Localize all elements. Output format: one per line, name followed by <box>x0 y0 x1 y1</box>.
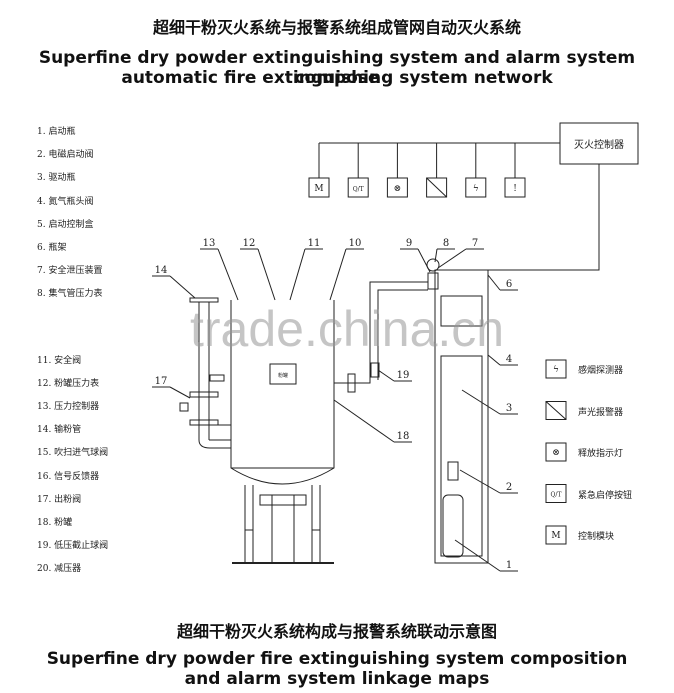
callout-number: 11 <box>308 238 321 249</box>
legend-icon: ⊗ <box>545 442 567 462</box>
title-zh: 超细干粉灭火系统与报警系统组成管网自动灭火系统 <box>152 18 521 37</box>
part-label: 7. 安全泄压装置 <box>37 266 103 277</box>
callout-number: 12 <box>243 238 256 249</box>
powder-tank: 粉罐 <box>230 300 335 564</box>
watermark: trade.china.cn <box>190 301 505 357</box>
callout-number: 2 <box>506 482 512 493</box>
part-label: 8. 集气管压力表 <box>37 289 103 300</box>
svg-text:Q/T: Q/T <box>551 492 562 499</box>
part-label: 11. 安全阀 <box>37 356 82 366</box>
svg-text:ϟ: ϟ <box>553 365 559 375</box>
callout-number: 10 <box>349 238 362 249</box>
part-label: 16. 信号反馈器 <box>37 471 100 482</box>
powder-pipe <box>179 297 231 449</box>
part-label: 20. 减压器 <box>37 563 82 574</box>
bottom-title-en-line2: and alarm system linkage maps <box>184 669 490 689</box>
callout-number: 7 <box>472 238 478 249</box>
device-icon: ! <box>504 177 526 198</box>
device-icon: Q/T <box>347 177 369 198</box>
device-icon <box>426 177 448 198</box>
part-label: 6. 瓶架 <box>37 243 67 253</box>
part-label: 18. 粉罐 <box>37 517 73 528</box>
controller-label: 灭火控制器 <box>574 138 624 151</box>
device-icon: ⊗ <box>386 177 408 198</box>
legend-label: 感烟探测器 <box>578 366 624 376</box>
part-label: 12. 粉罐压力表 <box>37 379 100 390</box>
callout-number: 17 <box>155 376 168 387</box>
callout-number: 1 <box>506 560 512 571</box>
part-label: 14. 输粉管 <box>37 425 82 436</box>
legend-icon: Q/T <box>545 484 567 503</box>
callout-number: 18 <box>397 431 410 442</box>
callout-number: 14 <box>155 265 168 276</box>
callout-number: 8 <box>443 238 449 249</box>
title-en-line1: Superfine dry powder extinguishing syste… <box>38 48 636 88</box>
callout-number: 6 <box>506 279 512 290</box>
legend-label: 控制模块 <box>578 532 615 542</box>
legend-label: 紧急启停按钮 <box>578 490 633 501</box>
callout-number: 3 <box>506 403 512 414</box>
cylinder-cabinet <box>434 269 489 564</box>
callout-number: 13 <box>203 238 216 249</box>
device-icon: M <box>308 177 330 198</box>
svg-text:Q/T: Q/T <box>353 186 364 193</box>
part-label: 2. 电磁启动阀 <box>37 150 94 161</box>
part-label: 19. 低压截止球阀 <box>37 540 109 551</box>
part-label: 1. 启动瓶 <box>37 127 76 137</box>
part-label: 13. 压力控制器 <box>37 402 100 413</box>
callout-number: 4 <box>506 354 512 365</box>
callout-number: 9 <box>406 238 412 249</box>
svg-text:M: M <box>314 184 323 194</box>
part-label: 4. 氮气瓶头阀 <box>37 196 94 207</box>
title-en-line2: automatic fire extinguishing system netw… <box>121 68 553 88</box>
bottom-title-en-line1: Superfine dry powder fire extinguishing … <box>46 649 628 669</box>
callout-number: 19 <box>397 370 410 381</box>
svg-text:ϟ: ϟ <box>473 184 479 194</box>
legend-icon: ϟ <box>545 359 567 379</box>
gas-pipe <box>334 258 440 393</box>
legend-label: 声光报警器 <box>578 407 624 418</box>
svg-text:M: M <box>551 531 560 541</box>
svg-text:!: ! <box>513 184 517 194</box>
legend-icon <box>545 401 567 420</box>
svg-text:粉罐: 粉罐 <box>278 372 288 379</box>
part-label: 5. 启动控制盒 <box>37 219 94 230</box>
legend-label: 释放指示灯 <box>578 449 624 459</box>
part-label: 3. 驱动瓶 <box>37 173 76 184</box>
svg-text:⊗: ⊗ <box>394 184 402 194</box>
svg-text:⊗: ⊗ <box>552 448 560 458</box>
device-icon: ϟ <box>465 177 487 198</box>
part-label: 15. 吹扫进气球阀 <box>37 448 109 459</box>
bottom-title-zh: 超细干粉灭火系统构成与报警系统联动示意图 <box>176 622 497 641</box>
part-label: 17. 出粉阀 <box>37 494 82 505</box>
legend-icon: M <box>545 525 567 545</box>
